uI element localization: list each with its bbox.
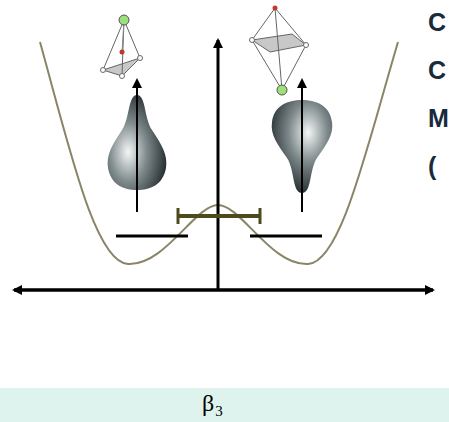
axis-subscript: 3 (215, 403, 223, 420)
spin-arrow (301, 80, 303, 212)
molecule (101, 15, 143, 79)
axis-label: β (202, 390, 214, 417)
energy-level (250, 235, 322, 238)
side-text: ( (428, 152, 436, 181)
side-text: C (428, 8, 446, 37)
side-text: C (428, 56, 446, 85)
x-axis (14, 289, 433, 292)
white-panel (0, 0, 449, 388)
side-text: M (428, 104, 449, 133)
energy-level (116, 235, 188, 238)
molecule (250, 6, 309, 96)
spin-arrow (136, 80, 138, 212)
x-axis (14, 289, 433, 292)
tunnelling-bar (178, 208, 260, 224)
y-axis (217, 40, 220, 290)
